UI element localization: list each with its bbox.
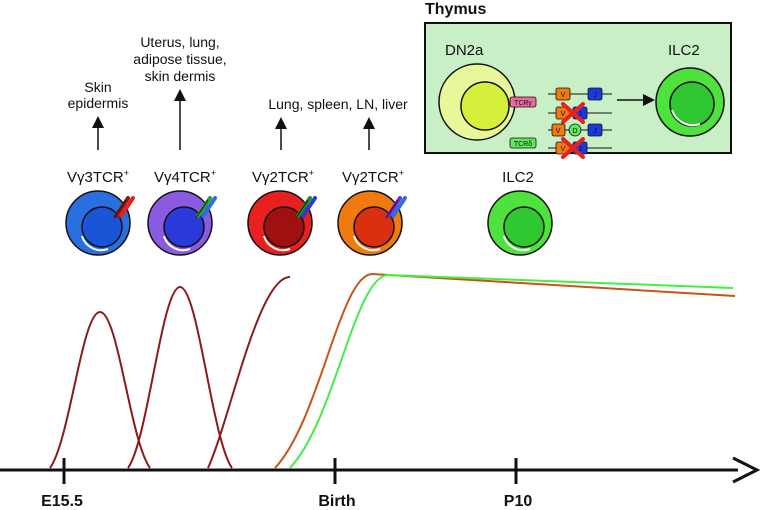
segment-j-3: J bbox=[593, 128, 597, 135]
cross-mark-delta bbox=[561, 137, 585, 159]
tick-label-birth: Birth bbox=[318, 493, 355, 510]
tcr-gamma-tag-text: TCRγ bbox=[514, 100, 532, 107]
cell-5: ILC2 bbox=[487, 169, 553, 256]
cell-highlight-1 bbox=[81, 235, 109, 252]
destination-vg3-line-2: epidermis bbox=[68, 95, 129, 111]
cell-nucleus-1 bbox=[81, 206, 123, 248]
destination-vg4-line-1: Uterus, lung, bbox=[140, 34, 219, 50]
tcr-delta-tag-text: TCRδ bbox=[514, 141, 532, 148]
thymus-ilc2-label: ILC2 bbox=[668, 42, 700, 59]
dn2a-cell bbox=[438, 63, 516, 141]
destination-vg4-line-2: adipose tissue, bbox=[133, 51, 226, 67]
tcr-receptor-icon-1 bbox=[113, 196, 135, 219]
tcr-receptor-icon-4 bbox=[385, 196, 407, 219]
cell-highlight-3 bbox=[263, 235, 291, 252]
axis-arrowhead bbox=[732, 456, 761, 484]
cross-mark-gamma bbox=[561, 102, 585, 124]
thymus-ilc2-cell bbox=[655, 67, 725, 137]
cell-label-5: ILC2 bbox=[502, 169, 534, 186]
time-axis: E15.5 Birth P10 bbox=[0, 456, 761, 510]
cell-label-4: Vγ2TCR+ bbox=[342, 168, 404, 186]
curve-ilc2-green bbox=[289, 273, 734, 469]
cell-2: Vγ4TCR+ bbox=[147, 168, 217, 256]
timeline-curves bbox=[49, 272, 736, 469]
tcr-receptor-icon-2 bbox=[195, 196, 217, 219]
cell-nucleus-3 bbox=[263, 206, 305, 248]
wave-vg3 bbox=[49, 310, 151, 469]
destination-vg2: Lung, spleen, LN, liver bbox=[268, 96, 408, 150]
segment-j-1: J bbox=[593, 92, 597, 99]
cell-highlight-5 bbox=[503, 235, 531, 252]
cell-3: Vγ2TCR+ bbox=[247, 168, 317, 256]
wave-vg2 bbox=[207, 276, 291, 469]
cell-4: Vγ2TCR+ bbox=[337, 168, 407, 256]
cell-highlight-2 bbox=[163, 235, 191, 252]
tick-label-p10: P10 bbox=[504, 493, 533, 510]
destination-vg3: Skin epidermis bbox=[68, 79, 129, 150]
segment-d-3: D bbox=[572, 128, 577, 135]
gene-row-4: V J bbox=[548, 137, 612, 159]
cell-nucleus-4 bbox=[353, 206, 395, 248]
curve-vg2-orange bbox=[274, 272, 736, 469]
segment-v-1: V bbox=[561, 92, 566, 99]
gene-row-1: V J bbox=[548, 87, 612, 101]
cell-label-3: Vγ2TCR+ bbox=[252, 168, 314, 186]
gene-row-2: V J bbox=[548, 102, 612, 124]
segment-v-2: V bbox=[561, 111, 566, 118]
cell-row: Vγ3TCR+ Vγ4TCR+ Vγ2TCR+ Vγ2TCR+ ILC2 bbox=[65, 168, 553, 256]
gene-row-3: V D J bbox=[548, 123, 612, 137]
destination-vg4-line-3: skin dermis bbox=[145, 68, 216, 84]
cell-label-1: Vγ3TCR+ bbox=[67, 168, 129, 186]
thymus-title: Thymus bbox=[425, 1, 486, 18]
tcr-receptor-icon-3 bbox=[295, 196, 317, 219]
destination-vg3-line-1: Skin bbox=[84, 79, 111, 95]
segment-v-3: V bbox=[556, 128, 561, 135]
tick-label-e155: E15.5 bbox=[41, 493, 83, 510]
cell-label-2: Vγ4TCR+ bbox=[154, 168, 216, 186]
destination-vg4: Uterus, lung, adipose tissue, skin dermi… bbox=[133, 34, 227, 150]
tcr-delta-tag: TCRδ bbox=[509, 137, 537, 149]
tcr-gamma-tag: TCRγ bbox=[509, 96, 537, 108]
segment-j-4: J bbox=[578, 146, 582, 153]
cell-1: Vγ3TCR+ bbox=[65, 168, 135, 256]
cell-highlight-4 bbox=[353, 235, 381, 252]
cell-nucleus-2 bbox=[163, 206, 205, 248]
cell-nucleus-5 bbox=[503, 206, 545, 248]
segment-j-2: J bbox=[578, 111, 582, 118]
segment-v-4: V bbox=[561, 146, 566, 153]
wave-vg4 bbox=[127, 285, 233, 469]
dn2a-label: DN2a bbox=[445, 42, 484, 59]
destination-vg2-text: Lung, spleen, LN, liver bbox=[268, 96, 408, 112]
thymus-panel: Thymus DN2a TCRγ TCRδ V J V J bbox=[424, 1, 732, 159]
